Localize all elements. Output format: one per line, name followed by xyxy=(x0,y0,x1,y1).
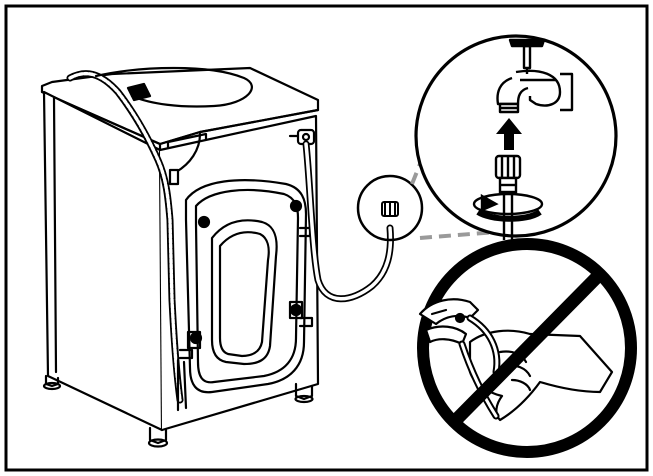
hose-end-fitting xyxy=(381,201,399,217)
pliers-icon xyxy=(418,298,614,422)
connect-upward-arrow xyxy=(496,118,522,150)
tighten-by-hand-rotation-icon xyxy=(472,192,544,222)
prohibited-slash xyxy=(449,269,605,427)
detail-callout-circle xyxy=(356,174,424,242)
washing-machine-rear-view xyxy=(40,66,320,448)
water-tap xyxy=(496,38,574,114)
water-inlet-hose xyxy=(302,140,394,303)
hose-connector-nut xyxy=(494,154,522,240)
zoom-detail-circle xyxy=(414,34,618,238)
